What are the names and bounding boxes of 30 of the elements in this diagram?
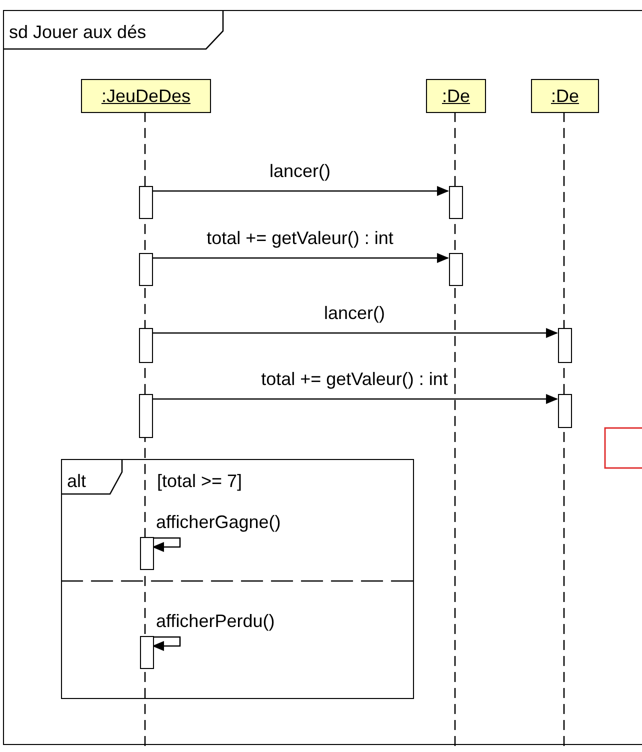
message-arrow bbox=[152, 253, 449, 263]
activation-bar bbox=[139, 253, 153, 286]
combined-fragment bbox=[61, 459, 414, 699]
message-label: lancer() bbox=[268, 161, 332, 181]
guard-condition: [total >= 7] bbox=[157, 471, 242, 491]
activation-bar bbox=[139, 394, 153, 438]
activation-bar bbox=[558, 394, 572, 428]
message-label: total += getValeur() : int bbox=[260, 369, 449, 389]
message-label: afficherGagne() bbox=[155, 512, 282, 532]
diagram-frame bbox=[3, 10, 642, 745]
message-label: afficherPerdu() bbox=[155, 611, 276, 631]
message-arrow bbox=[152, 394, 558, 404]
activation-bar bbox=[139, 328, 153, 363]
message-label: total += getValeur() : int bbox=[206, 228, 394, 248]
frame-title: sd Jouer aux dés bbox=[9, 22, 146, 42]
activation-bar bbox=[139, 186, 153, 219]
fragment-operator: alt bbox=[67, 471, 86, 491]
message-arrow bbox=[152, 186, 449, 196]
self-message-arrow bbox=[152, 636, 181, 651]
message-label: lancer() bbox=[323, 303, 386, 323]
lifeline-head: :De bbox=[426, 79, 486, 113]
message-arrow bbox=[152, 328, 558, 338]
activation-bar bbox=[449, 253, 463, 286]
activation-bar bbox=[140, 636, 154, 669]
activation-bar bbox=[140, 537, 154, 570]
activation-bar bbox=[449, 186, 463, 219]
self-message-arrow bbox=[152, 537, 181, 552]
activation-bar bbox=[558, 328, 572, 363]
lifeline-head: :JeuDeDes bbox=[81, 79, 211, 113]
lifeline-head: :De bbox=[531, 79, 599, 113]
